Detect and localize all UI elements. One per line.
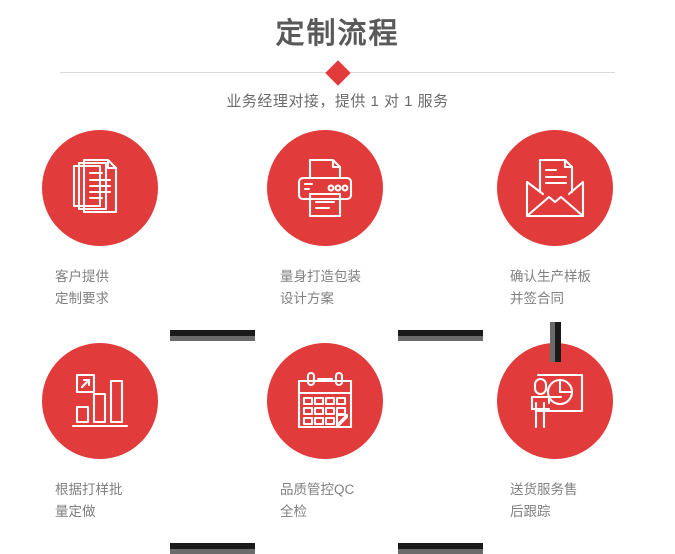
page-subtitle: 业务经理对接，提供 1 对 1 服务 (226, 93, 449, 110)
connector-3-to-6 (550, 322, 561, 362)
connector-bar-light (398, 336, 483, 341)
printer-icon (297, 158, 353, 218)
flow-step-5-label: 品质管控QC 全检 (280, 482, 355, 519)
envelope-letter-icon (525, 158, 585, 218)
flow-step-4-label: 根据打样批 量定做 (55, 482, 123, 519)
flow-step-1-badge (42, 130, 158, 246)
bar-chart-growth-icon (71, 373, 129, 428)
flow-step-5-badge (267, 343, 383, 459)
connector-4-to-5 (170, 543, 255, 554)
connector-bar-dark (170, 330, 255, 336)
flow-step-2-badge (267, 130, 383, 246)
documents-stack-icon (72, 158, 118, 214)
calendar-check-icon (297, 371, 353, 429)
process-flow: 客户提供 定制要求 量身打造包装 设计方案 (0, 130, 675, 554)
page-header: 定制流程 业务经理对接，提供 1 对 1 服务 (0, 0, 675, 130)
flow-step-1-label: 客户提供 定制要求 (55, 269, 109, 306)
flow-step-6-badge (497, 343, 613, 459)
flow-step-3-badge (497, 130, 613, 246)
connector-bar-dark (170, 543, 255, 549)
connector-bar-light (170, 336, 255, 341)
header-divider (60, 60, 615, 86)
connector-bar-dark (398, 330, 483, 336)
flow-step-3-label: 确认生产样板 并签合同 (510, 269, 591, 306)
connector-2-to-3 (398, 330, 483, 341)
connector-5-to-6 (398, 543, 483, 554)
flow-step-6-label: 送货服务售 后跟踪 (510, 482, 578, 519)
presentation-person-icon (530, 373, 584, 429)
connector-bar-dark (398, 543, 483, 549)
diamond-marker-icon (324, 60, 351, 86)
flow-step-2-label: 量身打造包装 设计方案 (280, 269, 361, 306)
flow-step-4-badge (42, 343, 158, 459)
page-title: 定制流程 (275, 18, 400, 50)
connector-1-to-2 (170, 330, 255, 341)
connector-bar-dark (555, 322, 561, 362)
connector-bar-light (550, 322, 555, 362)
